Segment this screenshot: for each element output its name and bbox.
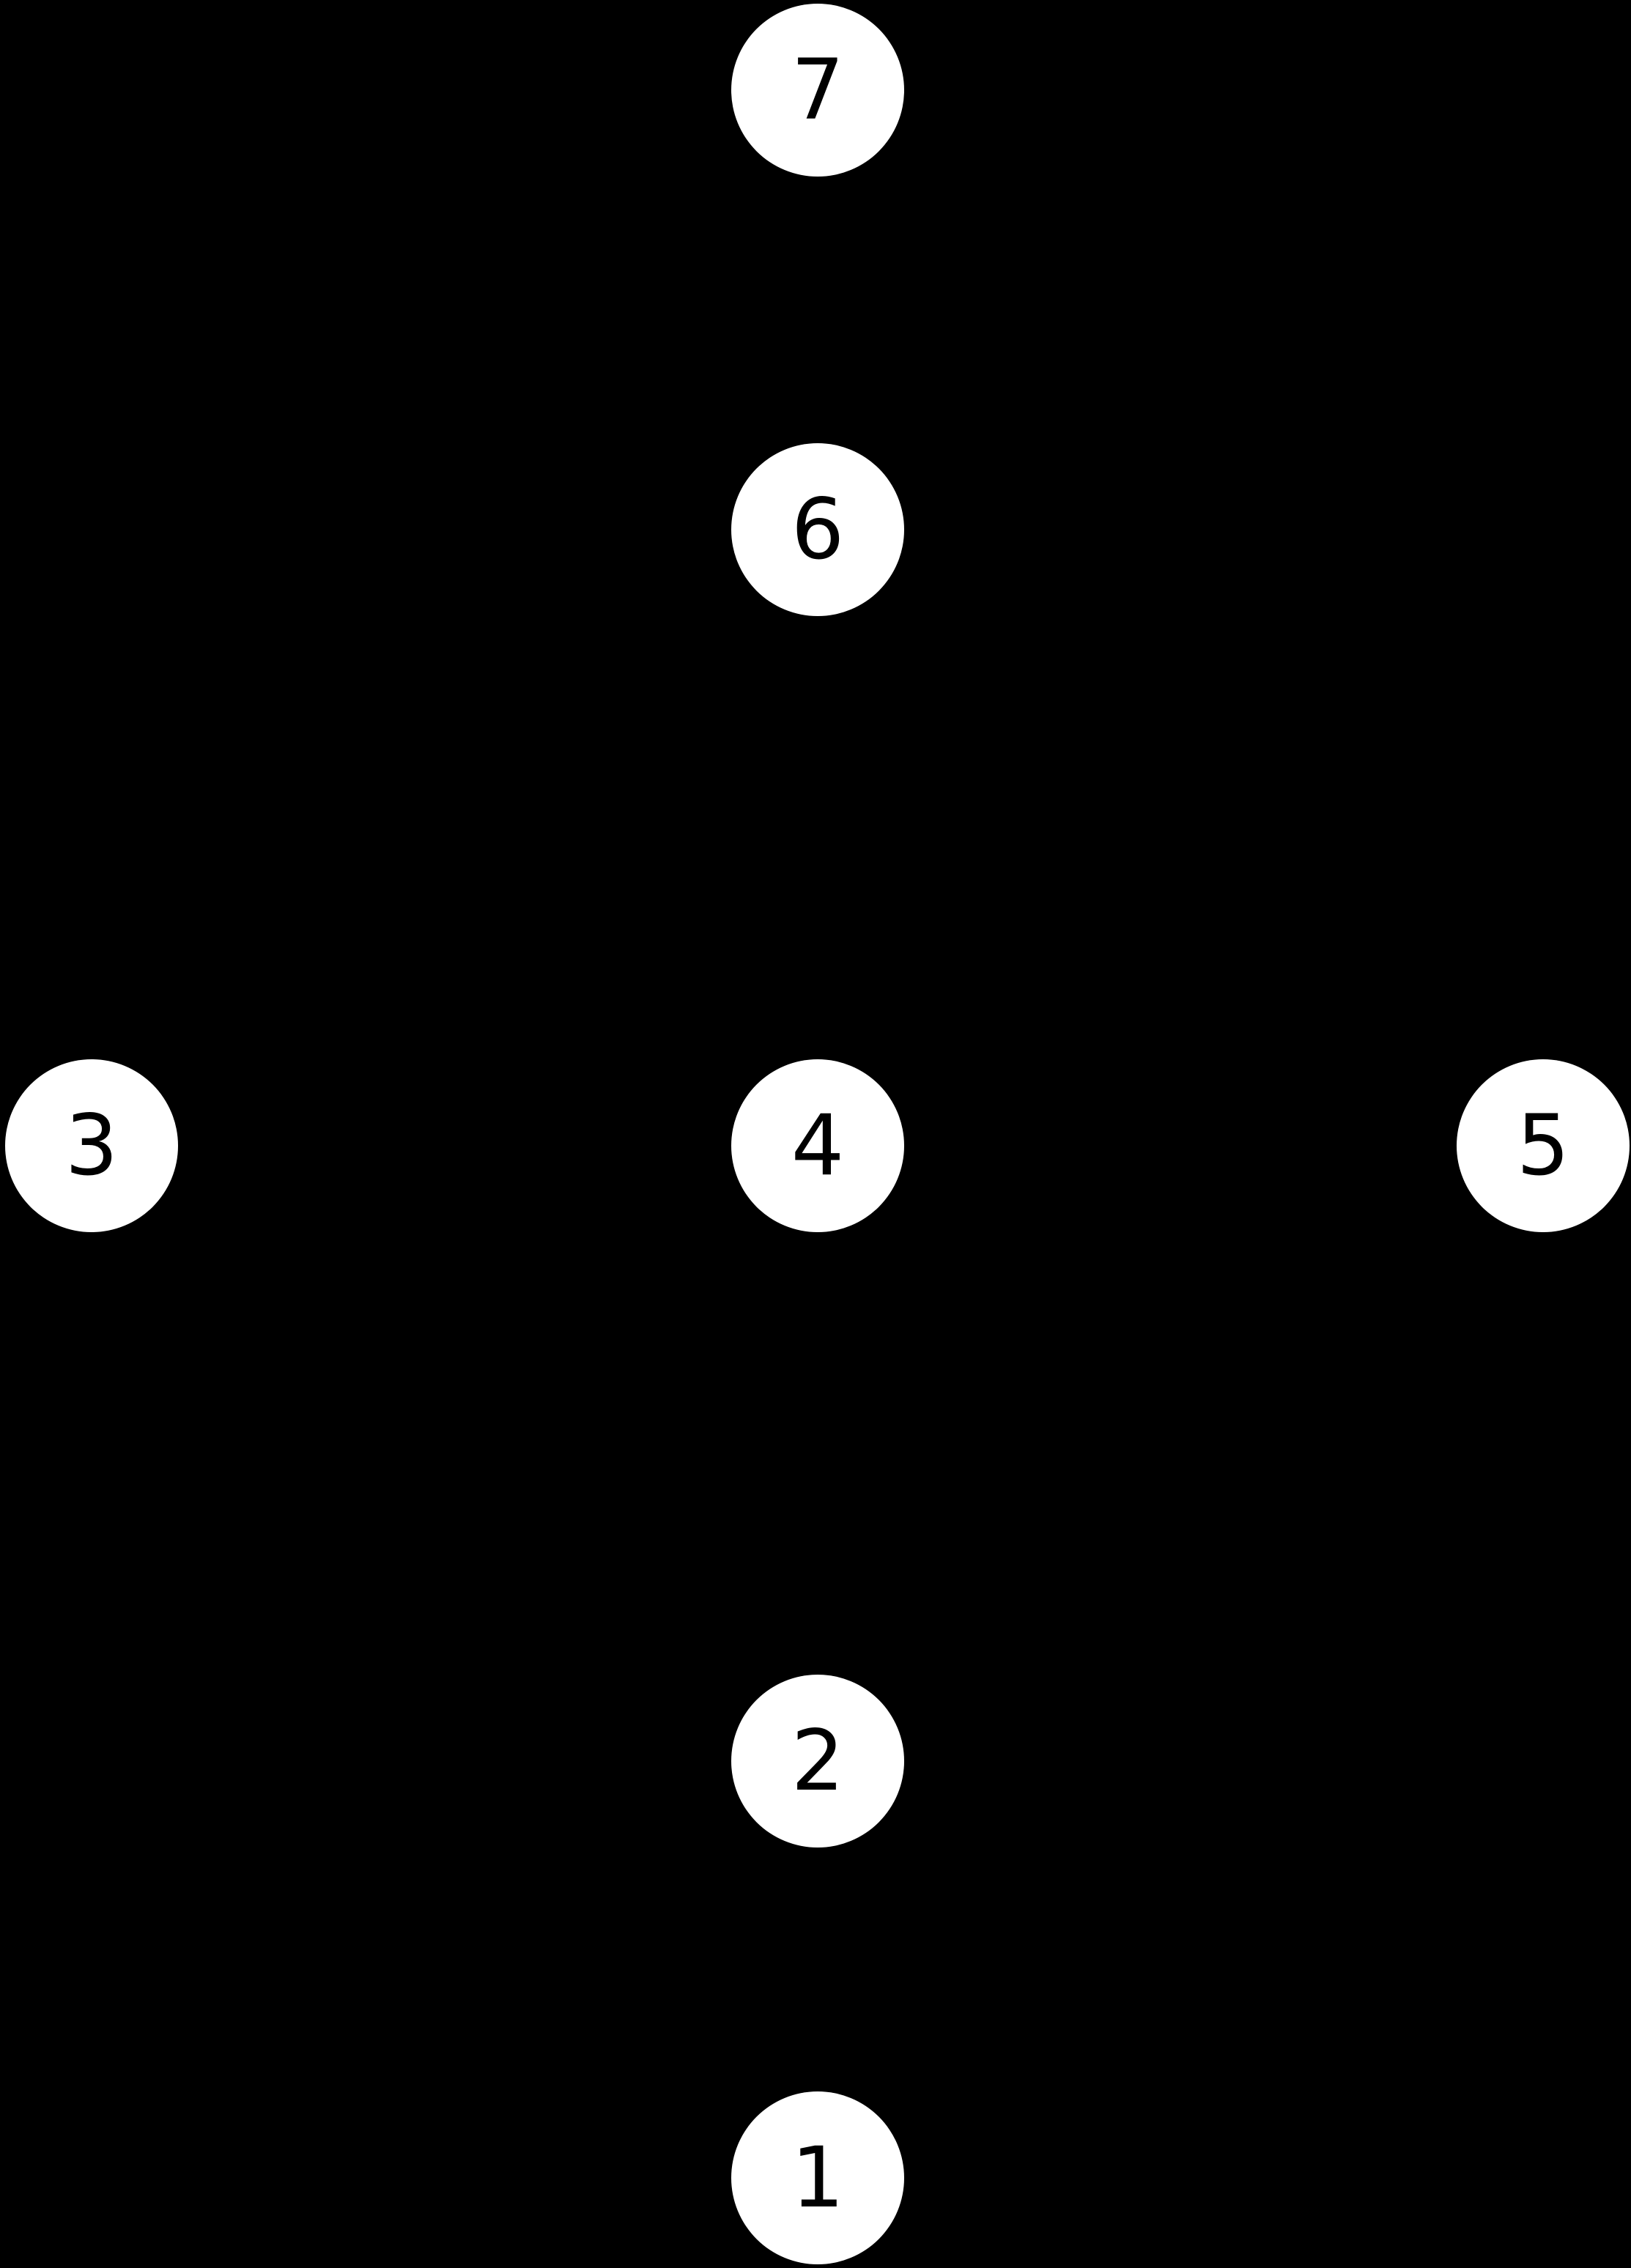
graph-node-1: 1 (731, 2091, 904, 2264)
node-label: 3 (64, 1097, 119, 1194)
node-label: 7 (791, 41, 845, 138)
graph-node-3: 3 (5, 1059, 178, 1232)
node-label: 2 (791, 1712, 845, 1809)
graph-node-7: 7 (731, 4, 904, 177)
node-label: 6 (791, 481, 845, 578)
graph-node-6: 6 (731, 443, 904, 616)
node-label: 5 (1516, 1097, 1570, 1194)
node-label: 4 (791, 1097, 845, 1194)
node-label: 1 (791, 2129, 845, 2226)
graph-node-2: 2 (731, 1675, 904, 1848)
graph-node-5: 5 (1457, 1059, 1630, 1232)
graph-node-4: 4 (731, 1059, 904, 1232)
